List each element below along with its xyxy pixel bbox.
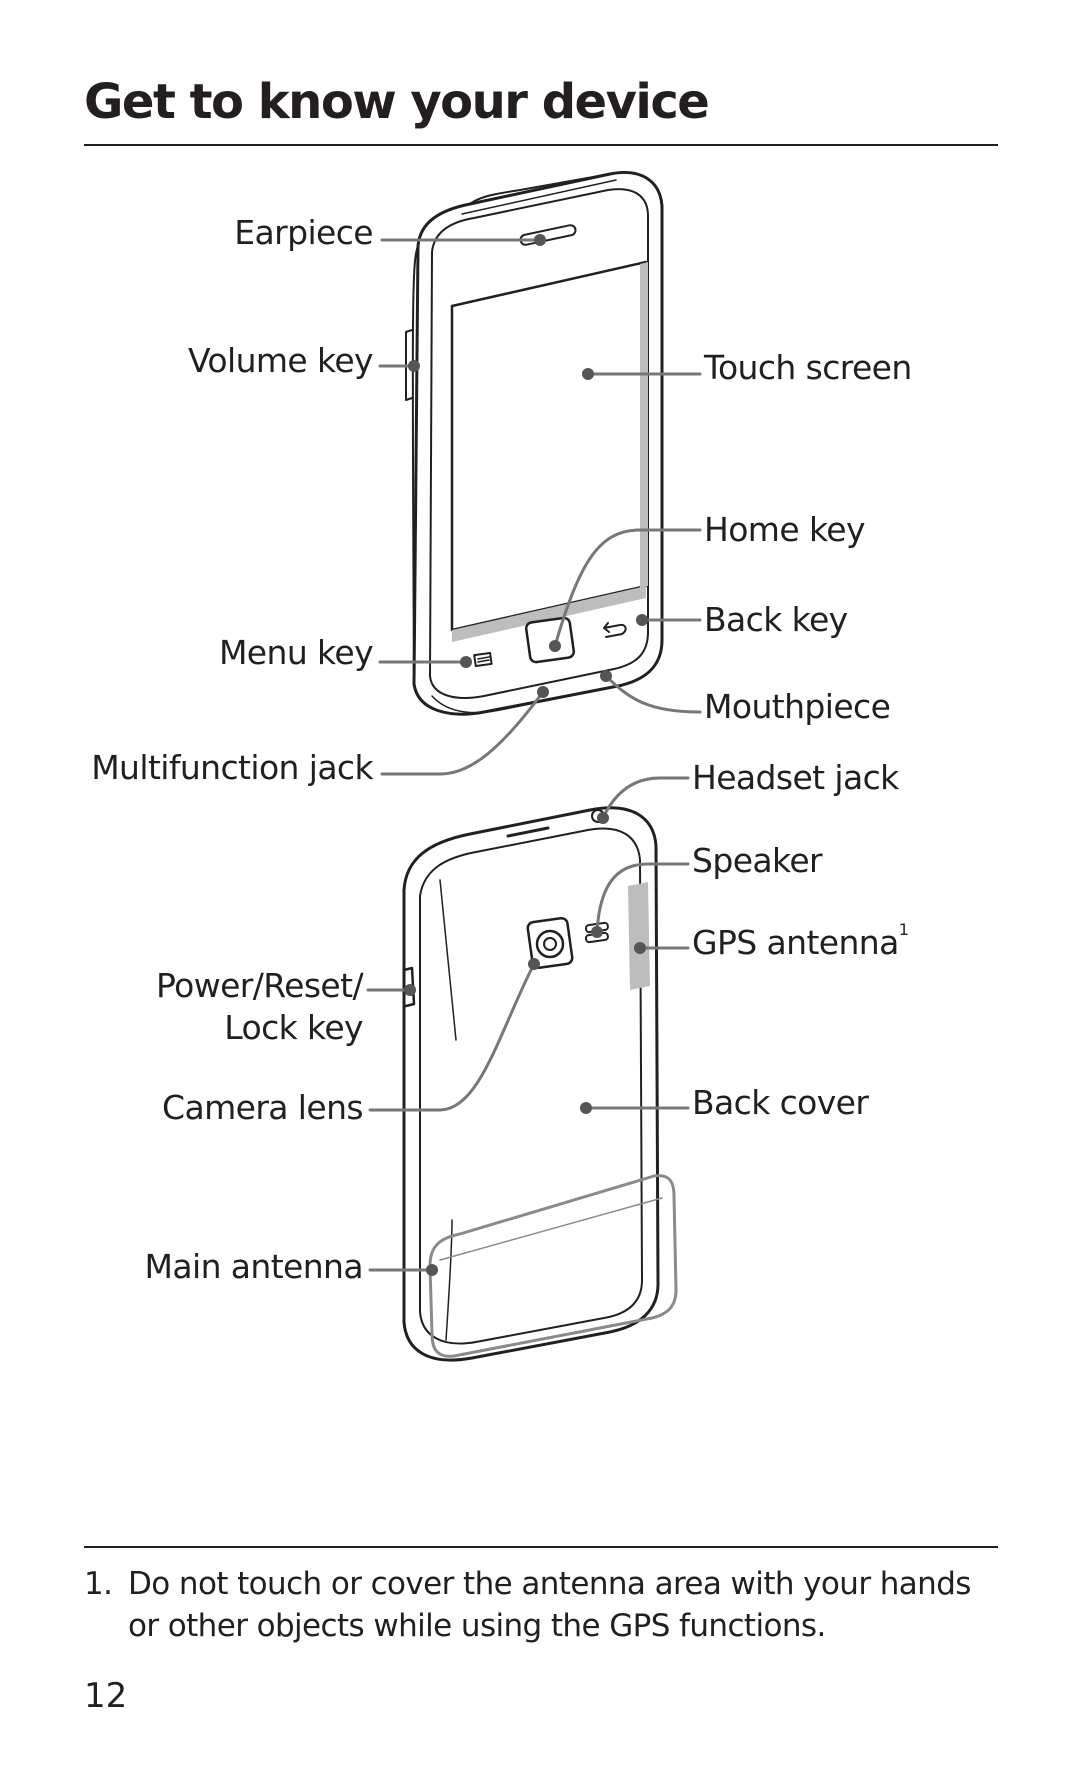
label-menu-key: Menu key bbox=[218, 633, 374, 672]
leader-dots bbox=[404, 234, 648, 1276]
label-power-reset: Power/Reset/ bbox=[156, 966, 364, 1005]
back-phone-illustration bbox=[402, 806, 678, 1362]
label-home-key: Home key bbox=[704, 510, 866, 549]
page-number: 12 bbox=[84, 1676, 128, 1716]
label-main-antenna: Main antenna bbox=[144, 1247, 364, 1286]
label-gps-antenna-text: GPS antenna bbox=[692, 923, 899, 962]
label-lock-key: Lock key bbox=[224, 1008, 363, 1047]
footnote-marker: 1 bbox=[898, 920, 909, 939]
footnote-rule bbox=[84, 1546, 998, 1548]
label-speaker: Speaker bbox=[692, 841, 823, 880]
footnote-text: Do not touch or cover the antenna area w… bbox=[128, 1566, 971, 1644]
label-volume-key: Volume key bbox=[188, 341, 374, 380]
label-earpiece: Earpiece bbox=[234, 213, 373, 252]
label-gps-antenna: GPS antenna1 bbox=[692, 920, 909, 963]
label-back-key: Back key bbox=[704, 600, 848, 639]
title-rule bbox=[84, 144, 998, 146]
label-touch-screen: Touch screen bbox=[704, 348, 912, 387]
page-title: Get to know your device bbox=[84, 74, 710, 130]
label-back-cover: Back cover bbox=[692, 1083, 869, 1122]
label-headset-jack: Headset jack bbox=[692, 758, 899, 797]
label-mouthpiece: Mouthpiece bbox=[704, 687, 891, 726]
footnote-number: 1. bbox=[84, 1566, 113, 1602]
label-multifunction-jack: Multifunction jack bbox=[91, 748, 373, 787]
front-phone-illustration bbox=[405, 171, 664, 716]
label-camera-lens: Camera lens bbox=[162, 1088, 364, 1127]
